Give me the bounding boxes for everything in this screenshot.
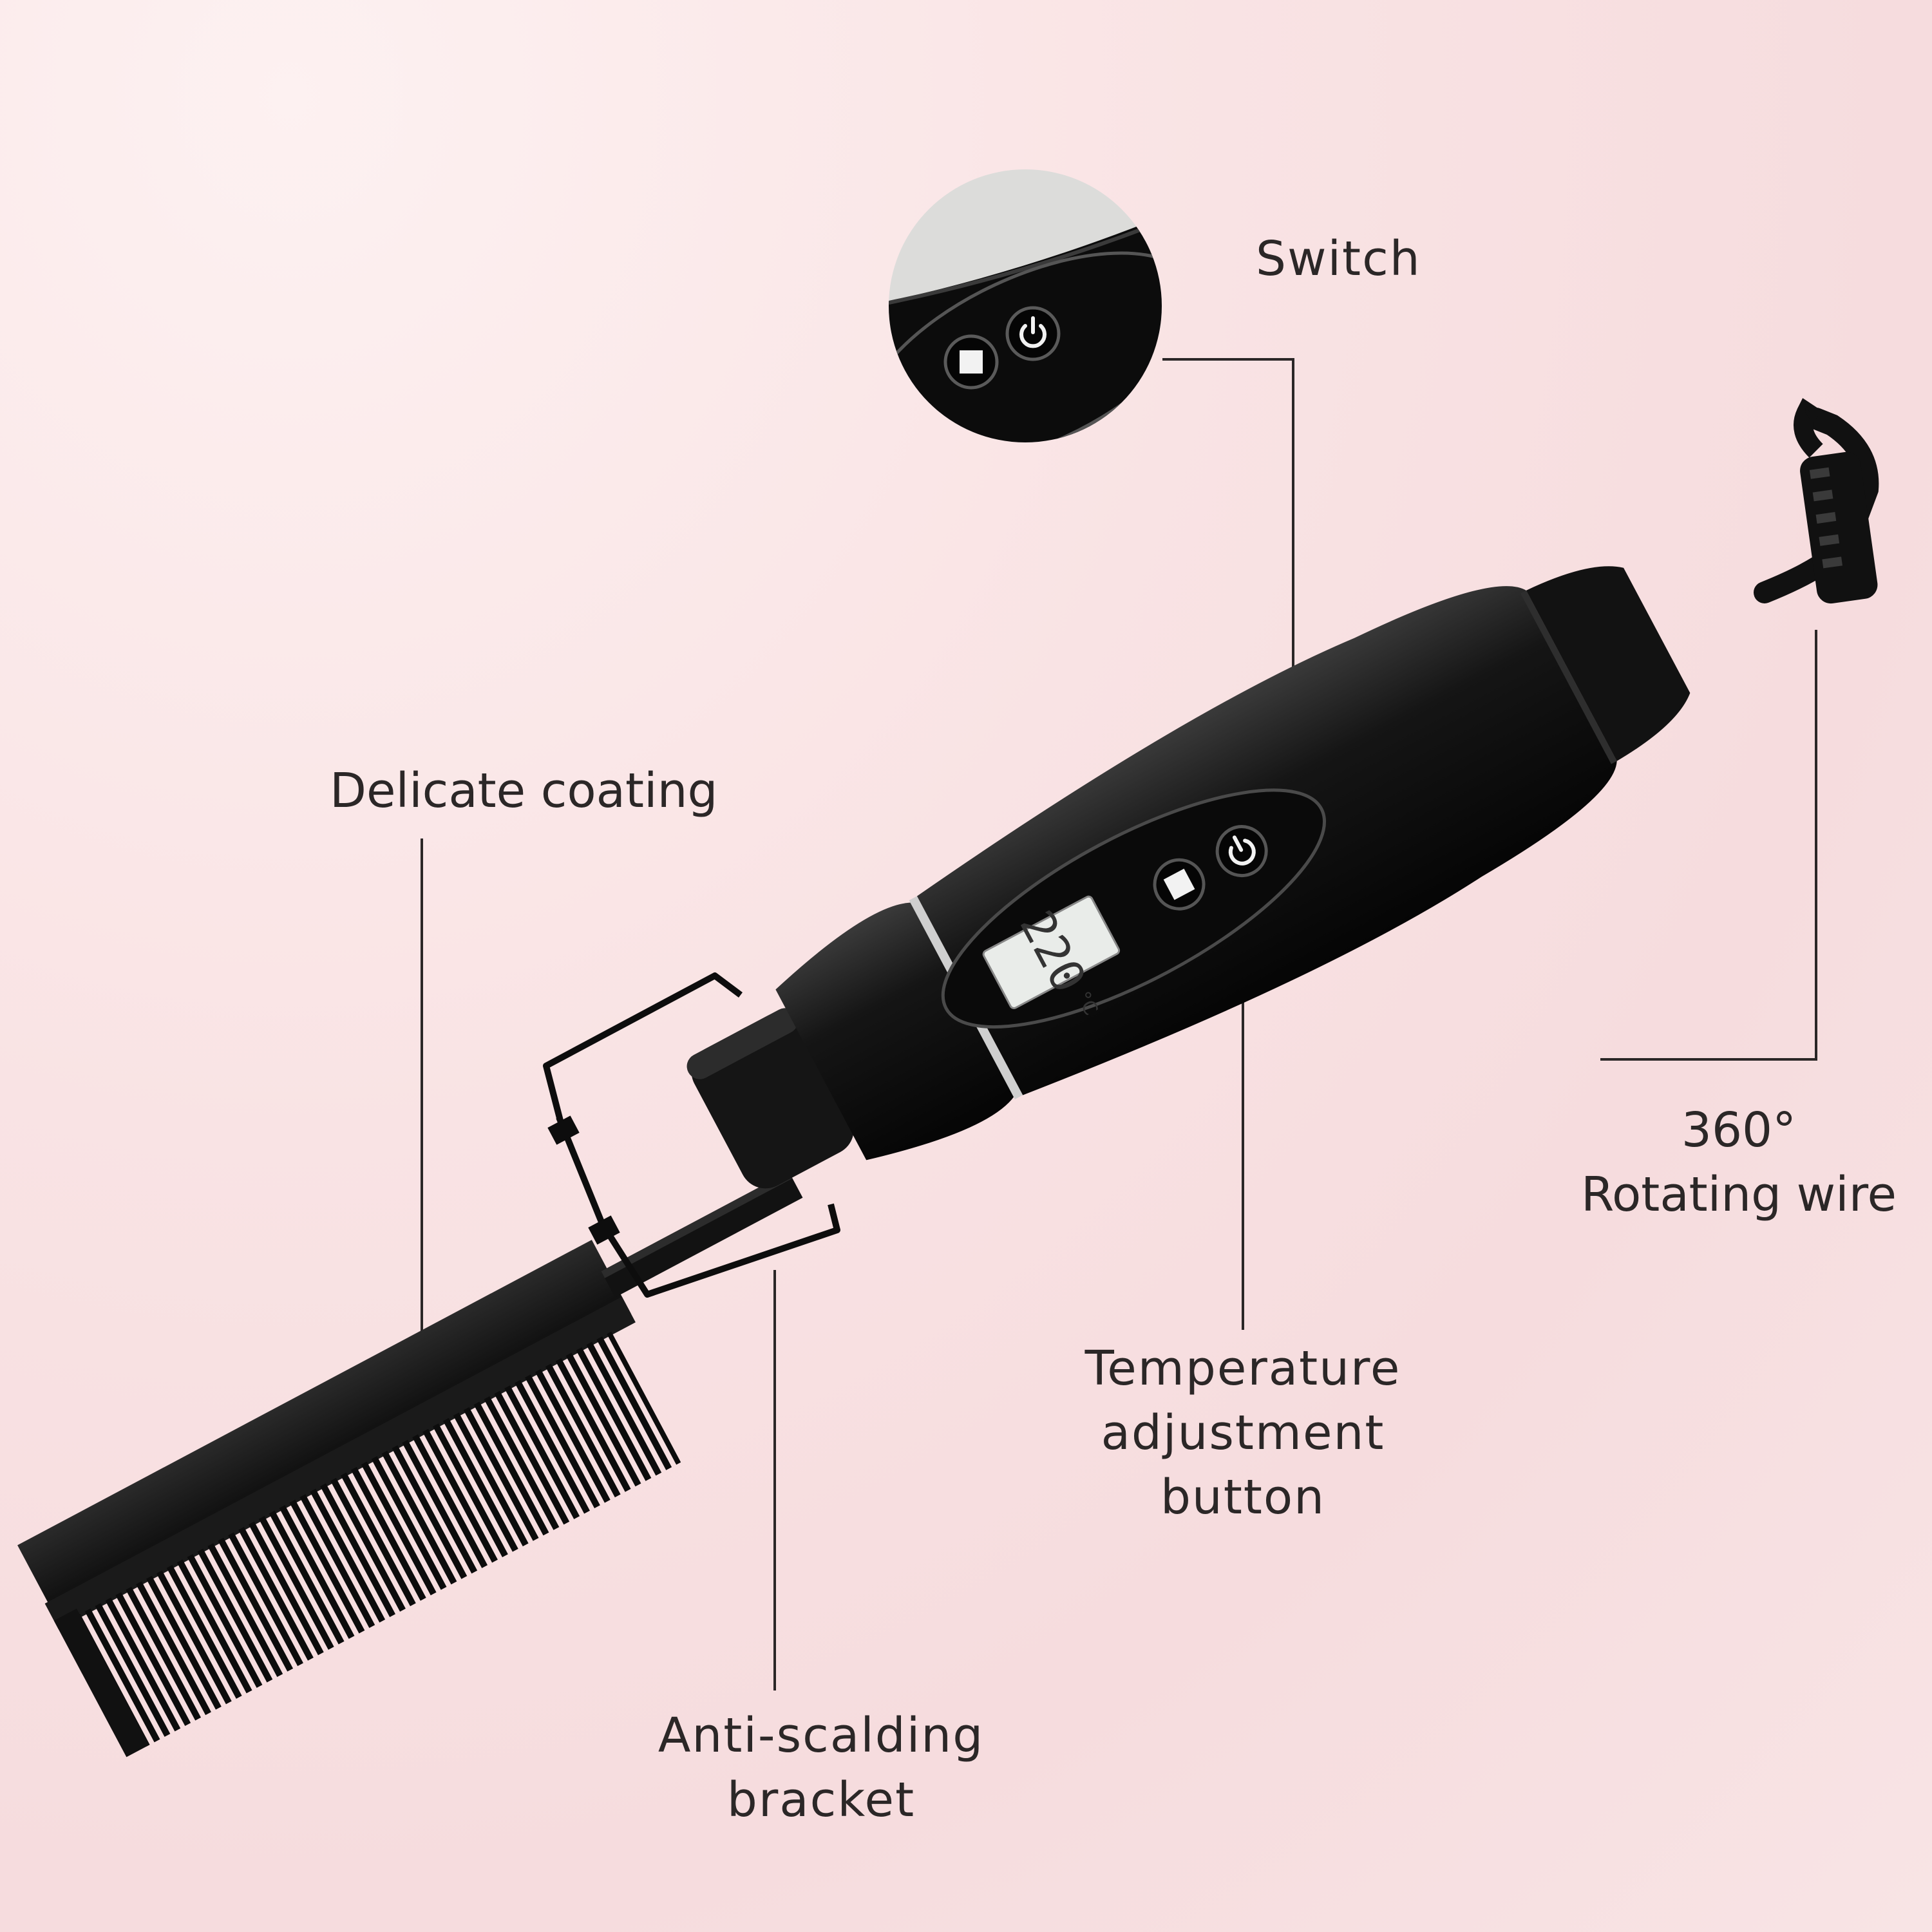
power-icon: [1228, 835, 1256, 866]
label-anti-scalding-bracket: Anti-scalding bracket: [618, 1703, 1024, 1832]
label-rotating-wire-line1: 360°: [1681, 1103, 1797, 1158]
label-delicate-coating-text: Delicate coating: [330, 763, 718, 819]
leader-line-switch: [1162, 358, 1294, 811]
label-bracket-line1: Anti-scalding: [658, 1708, 985, 1763]
lcd-screen: [982, 895, 1121, 1009]
label-temperature-line3: button: [1160, 1470, 1326, 1525]
label-temperature-button: Temperature adjustment button: [1030, 1336, 1455, 1530]
label-rotating-wire-line2: Rotating wire: [1580, 1167, 1897, 1222]
label-bracket-line2: bracket: [726, 1772, 916, 1828]
front-grip: [775, 902, 1015, 1160]
power-cord: [1754, 398, 1879, 604]
power-icon: [1019, 316, 1046, 348]
switch-closeup: [889, 169, 1162, 442]
anti-scalding-bracket: [543, 972, 840, 1298]
label-temperature-line2: adjustment: [1101, 1405, 1385, 1461]
leader-line-rotating-wire: [1600, 630, 1817, 1061]
comb-teeth: [77, 1331, 681, 1747]
comb-head: [17, 1171, 803, 1757]
square-icon: [1163, 868, 1195, 900]
label-switch: Switch: [1256, 227, 1421, 291]
label-switch-text: Switch: [1256, 231, 1421, 287]
label-delicate-coating: Delicate coating: [330, 759, 717, 823]
square-icon: [960, 350, 983, 374]
handle: [687, 566, 1690, 1189]
label-temperature-line1: Temperature: [1084, 1341, 1401, 1396]
heating-rod: [601, 1171, 803, 1298]
label-rotating-wire: 360° Rotating wire: [1571, 1098, 1906, 1227]
